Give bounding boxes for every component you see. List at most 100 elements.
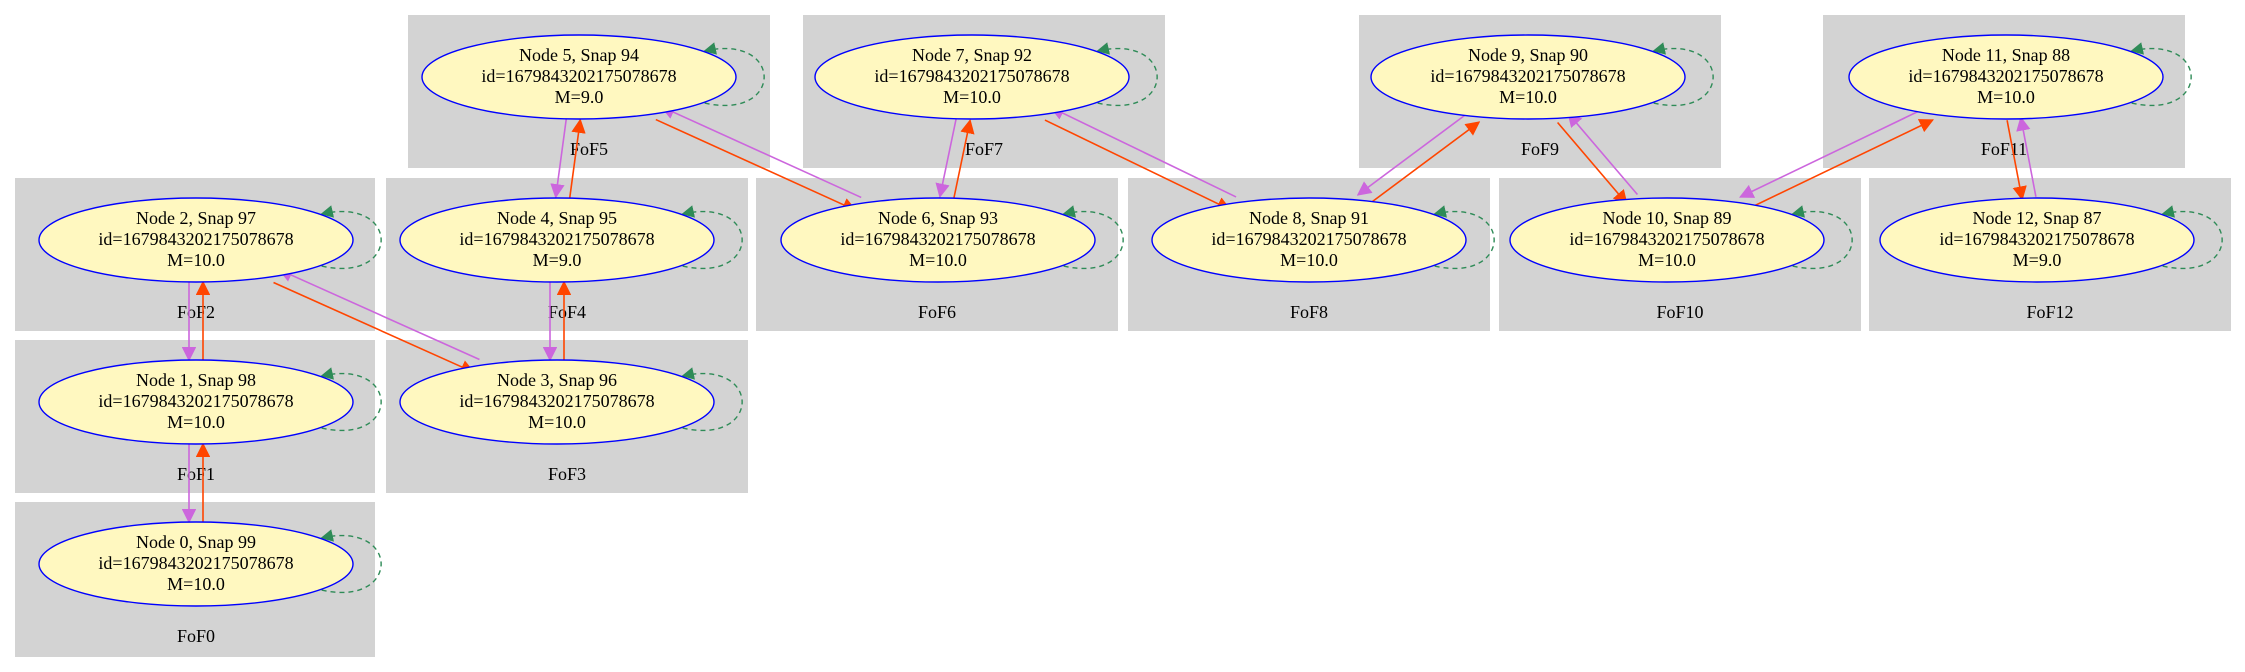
node-mass: M=10.0: [1499, 87, 1557, 107]
node-title: Node 7, Snap 92: [912, 45, 1032, 65]
node-mass: M=10.0: [167, 250, 225, 270]
cluster-label: FoF12: [2026, 302, 2073, 322]
node-id: id=1679843202175078678: [874, 66, 1069, 86]
edge-progenitor-8-7: [1049, 106, 1237, 198]
node-id: id=1679843202175078678: [1211, 229, 1406, 249]
cluster-label: FoF7: [965, 139, 1003, 159]
node-title: Node 3, Snap 96: [497, 370, 617, 390]
self-loop-edge: [320, 205, 382, 269]
edge-progenitor-10-9: [1567, 112, 1639, 196]
cluster-label: FoF6: [918, 302, 956, 322]
edge-descendant-8-9: [1365, 121, 1481, 207]
node-mass: M=10.0: [167, 574, 225, 594]
halo-node-4: Node 4, Snap 95id=1679843202175078678M=9…: [399, 197, 743, 283]
self-loop-edge: [1062, 205, 1124, 269]
node-id: id=1679843202175078678: [1939, 229, 2134, 249]
node-id: id=1679843202175078678: [459, 229, 654, 249]
node-ellipse: [1848, 34, 2164, 120]
node-ellipse: [399, 359, 715, 445]
node-mass: M=10.0: [1280, 250, 1338, 270]
edge-descendant-11-12: [2006, 120, 2027, 201]
node-id: id=1679843202175078678: [1908, 66, 2103, 86]
node-ellipse: [399, 197, 715, 283]
self-loop-edge: [2161, 205, 2223, 269]
node-ellipse: [1370, 34, 1686, 120]
node-ellipse: [38, 359, 354, 445]
node-id: id=1679843202175078678: [1430, 66, 1625, 86]
node-ellipse: [1509, 197, 1825, 283]
node-id: id=1679843202175078678: [98, 553, 293, 573]
self-loop-edge: [681, 205, 743, 269]
self-loop-edge: [1652, 42, 1714, 106]
halo-node-3: Node 3, Snap 96id=1679843202175078678M=1…: [399, 359, 743, 445]
node-ellipse: [38, 197, 354, 283]
node-title: Node 5, Snap 94: [519, 45, 639, 65]
node-title: Node 0, Snap 99: [136, 532, 256, 552]
self-loop-edge: [1433, 205, 1495, 269]
node-ellipse: [421, 34, 737, 120]
node-title: Node 11, Snap 88: [1942, 45, 2070, 65]
self-loop-edge: [1791, 205, 1853, 269]
edge-descendant-5-6: [655, 118, 857, 212]
halo-node-10: Node 10, Snap 89id=1679843202175078678M=…: [1509, 197, 1853, 283]
node-title: Node 12, Snap 87: [1973, 208, 2102, 228]
cluster-label: FoF9: [1521, 139, 1559, 159]
node-ellipse: [780, 197, 1096, 283]
node-id: id=1679843202175078678: [481, 66, 676, 86]
edge-progenitor-7-6: [935, 117, 958, 199]
node-id: id=1679843202175078678: [98, 391, 293, 411]
halo-node-11: Node 11, Snap 88id=1679843202175078678M=…: [1848, 34, 2192, 120]
edge-progenitor-12-11: [2016, 116, 2037, 197]
node-ellipse: [38, 521, 354, 607]
halo-node-0: Node 0, Snap 99id=1679843202175078678M=1…: [38, 521, 382, 607]
node-title: Node 6, Snap 93: [878, 208, 998, 228]
cluster-label: FoF8: [1290, 302, 1328, 322]
node-id: id=1679843202175078678: [98, 229, 293, 249]
edge-progenitor-3-2: [277, 268, 480, 361]
halo-node-8: Node 8, Snap 91id=1679843202175078678M=1…: [1151, 197, 1495, 283]
cluster-label: FoF1: [177, 464, 215, 484]
node-ellipse: [814, 34, 1130, 120]
edge-descendant-6-7: [952, 118, 975, 200]
halo-node-1: Node 1, Snap 98id=1679843202175078678M=1…: [38, 359, 382, 445]
node-ellipse: [1151, 197, 1467, 283]
node-title: Node 8, Snap 91: [1249, 208, 1369, 228]
halo-node-9: Node 9, Snap 90id=1679843202175078678M=1…: [1370, 34, 1714, 120]
node-mass: M=10.0: [167, 412, 225, 432]
node-mass: M=9.0: [533, 250, 582, 270]
node-mass: M=9.0: [555, 87, 604, 107]
self-loop-edge: [320, 367, 382, 431]
cluster-label: FoF11: [1981, 139, 2027, 159]
edge-descendant-2-3: [273, 281, 476, 374]
edge-descendant-7-8: [1044, 119, 1232, 211]
node-mass: M=10.0: [528, 412, 586, 432]
self-loop-edge: [681, 367, 743, 431]
edge-descendant-9-10: [1556, 121, 1628, 205]
node-title: Node 10, Snap 89: [1603, 208, 1732, 228]
self-loop-edge: [703, 42, 765, 106]
node-id: id=1679843202175078678: [1569, 229, 1764, 249]
node-title: Node 9, Snap 90: [1468, 45, 1588, 65]
cluster-label: FoF10: [1656, 302, 1703, 322]
node-id: id=1679843202175078678: [459, 391, 654, 411]
halo-node-2: Node 2, Snap 97id=1679843202175078678M=1…: [38, 197, 382, 283]
node-mass: M=10.0: [943, 87, 1001, 107]
node-mass: M=10.0: [1638, 250, 1696, 270]
edge-progenitor-9-8: [1356, 110, 1472, 196]
node-title: Node 2, Snap 97: [136, 208, 256, 228]
edge-progenitor-6-5: [660, 105, 862, 199]
halo-node-5: Node 5, Snap 94id=1679843202175078678M=9…: [421, 34, 765, 120]
cluster-label: FoF4: [548, 302, 586, 322]
node-mass: M=9.0: [2013, 250, 2062, 270]
self-loop-edge: [1096, 42, 1158, 106]
edge-progenitor-11-10: [1738, 106, 1927, 198]
edge-progenitor-5-4: [550, 117, 568, 199]
node-id: id=1679843202175078678: [840, 229, 1035, 249]
halo-node-7: Node 7, Snap 92id=1679843202175078678M=1…: [814, 34, 1158, 120]
self-loop-edge: [2130, 42, 2192, 106]
cluster-label: FoF0: [177, 626, 215, 646]
node-ellipse: [1879, 197, 2195, 283]
edge-descendant-10-11: [1746, 119, 1935, 211]
edge-descendant-4-5: [568, 118, 586, 200]
